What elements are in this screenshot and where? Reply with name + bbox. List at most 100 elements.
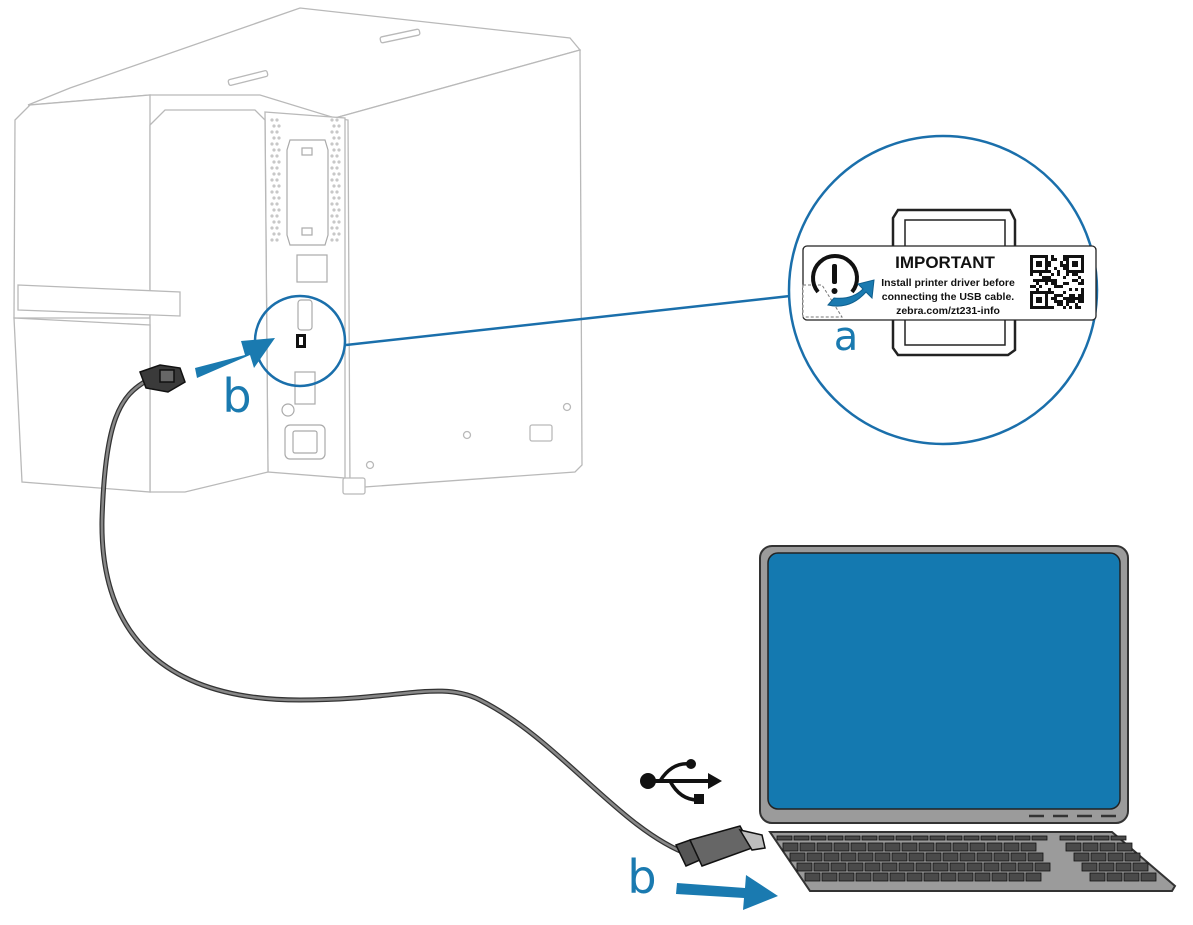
qr-module: [1072, 297, 1075, 300]
keyboard-key: [872, 872, 889, 882]
rear-ports: [270, 118, 341, 460]
qr-module: [1051, 297, 1054, 300]
keyboard-key: [901, 842, 918, 852]
keyboard-key: [1017, 862, 1034, 872]
vent-hole: [272, 136, 276, 140]
qr-module: [1081, 288, 1084, 291]
qr-module: [1078, 306, 1081, 309]
qr-module: [1030, 270, 1033, 273]
qr-module: [1078, 255, 1081, 258]
callout-a: a: [834, 314, 859, 360]
vent-hole: [272, 148, 276, 152]
printer-front-cover: [149, 109, 269, 493]
keyboard-key: [816, 842, 833, 852]
vent-hole: [330, 130, 334, 134]
qr-module: [1075, 273, 1078, 276]
ethernet-port: [296, 254, 328, 283]
qr-module: [1078, 294, 1081, 297]
qr-module: [1054, 285, 1057, 288]
qr-module: [1036, 306, 1039, 309]
qr-module: [1030, 285, 1033, 288]
qr-module: [1075, 261, 1078, 264]
keyboard-key: [1020, 842, 1037, 852]
qr-module: [1063, 291, 1066, 294]
qr-module: [1057, 285, 1060, 288]
vent-hole: [277, 184, 281, 188]
qr-module: [1069, 255, 1072, 258]
qr-module: [1030, 261, 1033, 264]
qr-module: [1078, 270, 1081, 273]
qr-module: [1036, 297, 1039, 300]
qr-module: [1030, 291, 1033, 294]
qr-module: [1072, 273, 1075, 276]
qr-module: [1048, 291, 1051, 294]
keyboard-key: [993, 852, 1010, 862]
keyboard-key: [827, 835, 844, 841]
usb-a-plug: [674, 825, 766, 867]
qr-module: [1036, 282, 1039, 285]
qr-module: [1072, 300, 1075, 303]
keyboard-key: [935, 842, 952, 852]
keyboard-key: [949, 862, 966, 872]
callout-b-printer: b: [222, 369, 251, 423]
qr-module: [1039, 279, 1042, 282]
insert-arrow-computer: [676, 875, 778, 910]
vent-hole: [275, 130, 279, 134]
qr-module: [1057, 273, 1060, 276]
keypad-key: [1132, 862, 1149, 872]
qr-module: [1039, 261, 1042, 264]
keyboard-key: [1008, 872, 1025, 882]
vent-hole: [270, 130, 274, 134]
vent-hole: [337, 232, 341, 236]
keyboard-key: [942, 852, 959, 862]
vent-hole: [330, 154, 334, 158]
keyboard-base: [768, 831, 1177, 892]
vent-hole: [335, 178, 339, 182]
qr-module: [1081, 279, 1084, 282]
qr-module: [1081, 294, 1084, 297]
keyboard-key: [855, 872, 872, 882]
keyboard-keys: [776, 835, 1157, 882]
vent-hole: [275, 154, 279, 158]
keyboard-key: [969, 842, 986, 852]
qr-module: [1075, 288, 1078, 291]
vent-hole: [270, 238, 274, 242]
qr-module: [1063, 255, 1066, 258]
keyboard-key: [810, 835, 827, 841]
qr-module: [1036, 300, 1039, 303]
qr-module: [1054, 294, 1057, 297]
insert-arrow-printer: [195, 338, 275, 378]
ac-power-inlet: [284, 424, 326, 460]
qr-module: [1066, 258, 1069, 261]
keyboard-key: [906, 872, 923, 882]
keyboard-key: [838, 872, 855, 882]
keyboard-key: [1014, 835, 1031, 841]
qr-module: [1054, 297, 1057, 300]
keyboard-key: [1034, 862, 1051, 872]
vent-hole: [337, 220, 341, 224]
serial-port: [297, 299, 313, 331]
keyboard-key: [1027, 852, 1044, 862]
vent-hole: [335, 226, 339, 230]
qr-module: [1036, 255, 1039, 258]
qr-module: [1066, 261, 1069, 264]
vent-hole: [272, 232, 276, 236]
vent-hole: [277, 196, 281, 200]
qr-module: [1042, 270, 1045, 273]
vent-hole: [275, 202, 279, 206]
vent-hole: [335, 118, 339, 122]
vent-left: [270, 118, 281, 242]
keyboard-key: [946, 835, 963, 841]
qr-module: [1048, 264, 1051, 267]
keypad-key: [1110, 835, 1127, 841]
qr-module: [1039, 255, 1042, 258]
zoom-inset: IMPORTANT Install printer driver before …: [787, 134, 1099, 446]
vent-hole: [277, 160, 281, 164]
keypad-key: [1123, 872, 1140, 882]
keyboard-key: [813, 862, 830, 872]
slot-latch: [301, 227, 313, 236]
keyboard-key: [997, 835, 1014, 841]
vent-hole: [337, 196, 341, 200]
keyboard-key: [918, 842, 935, 852]
